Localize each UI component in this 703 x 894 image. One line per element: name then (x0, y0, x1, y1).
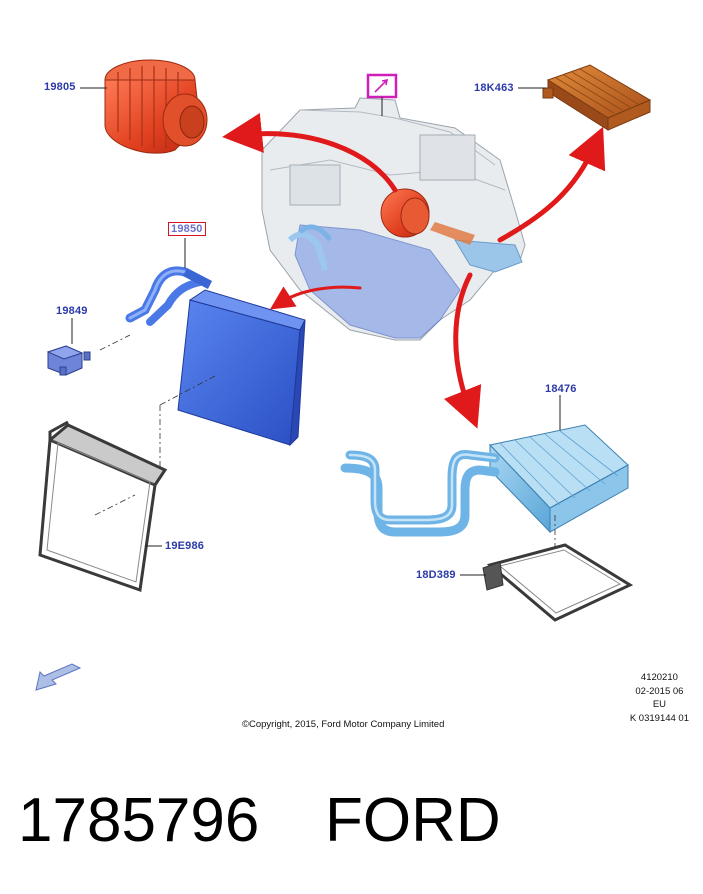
part-label-expansion-valve: 19849 (56, 305, 88, 317)
caption-part-number: 1785796 (18, 786, 260, 855)
part-label-heater-core-seal: 18D389 (416, 569, 456, 581)
drawing-info-block: 4120210 02-2015 06 EU K 0319144 01 (630, 671, 689, 725)
drawing-reference: K 0319144 01 (629, 712, 689, 724)
part-label-cabin-air-filter: 18K463 (474, 82, 514, 94)
heater-core-part (340, 395, 629, 550)
detail-callout-icon (366, 73, 398, 116)
part-label-heater-core: 18476 (545, 383, 577, 395)
arrow-to-filter (497, 126, 606, 243)
drawing-region: EU (652, 699, 667, 710)
evaporator-core-part (99, 238, 306, 447)
heater-core-seal-part (460, 543, 634, 622)
hvac-housing-assembly (261, 97, 526, 341)
blower-motor-part (80, 59, 208, 154)
arrow-to-evaporator (269, 285, 362, 310)
arrow-to-blower (222, 113, 398, 193)
view-orientation-icon (35, 663, 82, 691)
drawing-date: 02-2015 06 (635, 685, 684, 697)
expansion-valve-part (46, 318, 91, 376)
part-label-evaporator-core: 19850 (168, 222, 206, 236)
evaporator-seal-part (38, 405, 168, 593)
exploded-parts-diagram (35, 59, 652, 691)
copyright-notice: ©Copyright, 2015, Ford Motor Company Lim… (242, 719, 445, 730)
drawing-number: 4120210 (640, 672, 678, 683)
cabin-air-filter-part (518, 64, 652, 131)
part-label-blower-motor: 19805 (44, 81, 76, 93)
part-label-evaporator-seal: 19E986 (165, 540, 205, 552)
arrow-to-heater (444, 272, 482, 429)
explode-arrows (222, 113, 606, 429)
caption-brand: FORD (325, 786, 501, 855)
